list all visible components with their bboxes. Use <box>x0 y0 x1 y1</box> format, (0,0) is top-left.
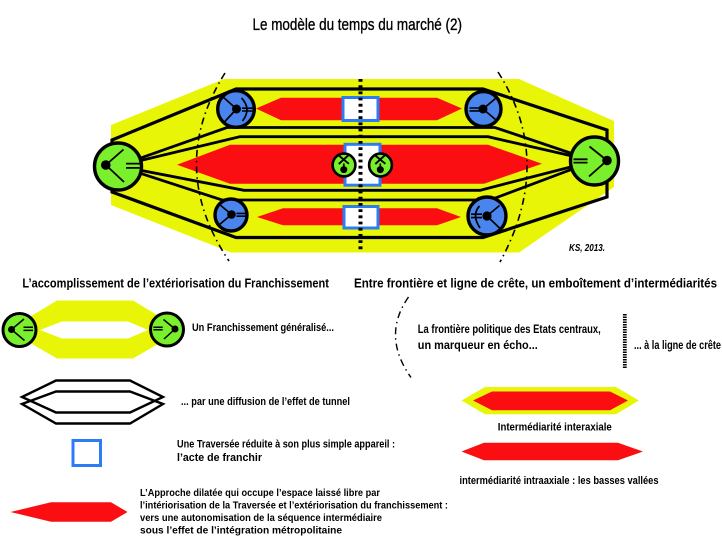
svg-text:KS, 2013.: KS, 2013. <box>569 243 605 254</box>
svg-text:... par une diffusion de l’eff: ... par une diffusion de l’effet de tunn… <box>181 396 350 408</box>
svg-text:vers une autonomisation de la: vers une autonomisation de la séquence i… <box>140 512 382 524</box>
svg-text:La frontière politique des Eta: La frontière politique des Etats centrau… <box>418 324 601 336</box>
svg-text:Une Traversée réduite à son pl: Une Traversée réduite à son plus simple … <box>177 439 395 451</box>
svg-text:un marqueur en écho...: un marqueur en écho... <box>418 340 538 352</box>
svg-text:l’acte de franchir: l’acte de franchir <box>177 452 263 464</box>
svg-text:Le modèle du temps du marché (: Le modèle du temps du marché (2) <box>253 15 463 34</box>
svg-text:Entre frontière et ligne de cr: Entre frontière et ligne de crête, un em… <box>354 277 717 291</box>
svg-text:l’intériorisation de la Traver: l’intériorisation de la Traversée et l’e… <box>140 500 448 512</box>
svg-text:intermédiarité intraaxiale : l: intermédiarité intraaxiale : les basses … <box>460 475 659 487</box>
svg-text:Intermédiarité interaxiale: Intermédiarité interaxiale <box>498 422 612 434</box>
svg-text:Un Franchissement généralisé..: Un Franchissement généralisé... <box>192 322 334 334</box>
svg-text:... à la ligne de crête: ... à la ligne de crête <box>634 340 721 352</box>
svg-text:L’accomplissement de l’extério: L’accomplissement de l’extériorisation d… <box>22 277 329 291</box>
svg-text:sous l’effet de l’intégration: sous l’effet de l’intégration métropolit… <box>140 525 342 537</box>
svg-text:L’Approche dilatée qui occupe: L’Approche dilatée qui occupe l’espace l… <box>140 487 380 499</box>
